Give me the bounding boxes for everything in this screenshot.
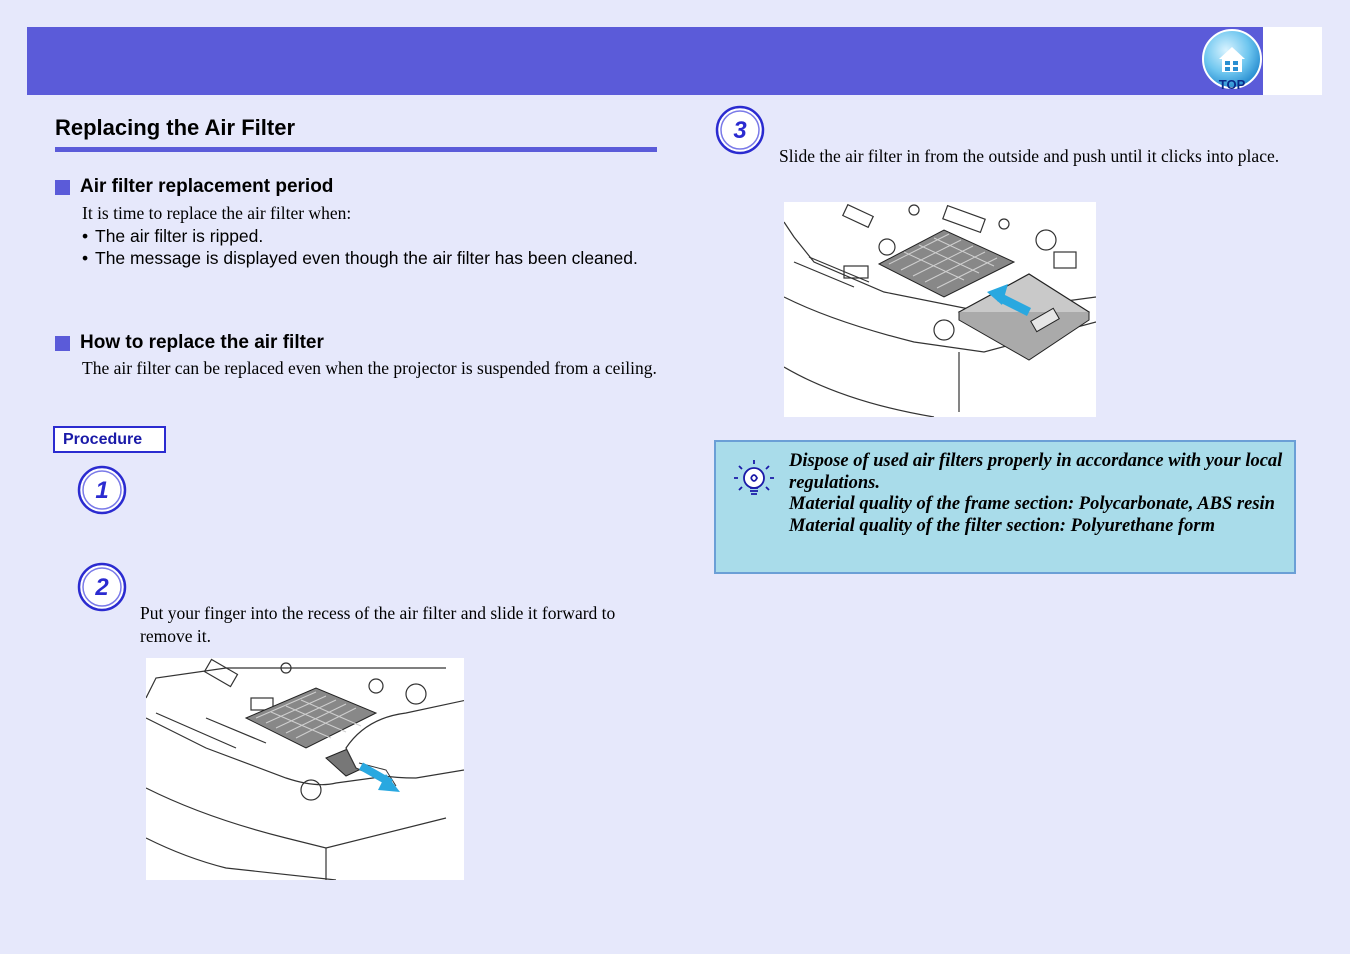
list-item: •The air filter is ripped. <box>82 226 264 246</box>
illustration-remove-filter <box>146 658 464 880</box>
subheading-period: Air filter replacement period <box>55 176 333 198</box>
note-line: Dispose of used air filters properly in … <box>789 451 1283 493</box>
step-2-text: Put your finger into the recess of the a… <box>140 603 616 646</box>
home-icon: TOP <box>1202 29 1262 92</box>
subheading-period-label: Air filter replacement period <box>80 176 334 197</box>
step-2-icon: 2 <box>77 562 127 612</box>
page-title: Replacing the Air Filter <box>55 115 657 152</box>
square-bullet-icon <box>55 335 70 351</box>
period-intro: It is time to replace the air filter whe… <box>82 203 352 223</box>
top-button[interactable]: TOP <box>1201 29 1263 92</box>
procedure-label: Procedure <box>53 426 166 453</box>
step-3-text: Slide the air filter in from the outside… <box>779 146 1280 166</box>
note-line: Material quality of the filter section: … <box>789 515 1215 536</box>
subheading-howto: How to replace the air filter <box>55 332 324 354</box>
header-corner <box>1263 27 1322 95</box>
note-text: Dispose of used air filters properly in … <box>789 451 1289 537</box>
figure-remove-filter <box>146 658 464 880</box>
step-1-icon: 1 <box>77 465 127 515</box>
step-3-icon: 3 <box>715 105 765 155</box>
header-bar <box>27 27 1263 95</box>
subheading-howto-label: How to replace the air filter <box>80 332 324 353</box>
step-3-number: 3 <box>733 117 747 144</box>
figure-insert-filter <box>784 202 1096 417</box>
top-label: TOP <box>1219 77 1246 91</box>
list-item: •The message is displayed even though th… <box>82 248 638 268</box>
note-box: Dispose of used air filters properly in … <box>714 440 1296 574</box>
step-1-number: 1 <box>95 477 108 504</box>
tip-lightbulb-icon <box>734 460 774 495</box>
step-2-number: 2 <box>94 574 109 601</box>
square-bullet-icon <box>55 179 70 195</box>
note-line: Material quality of the frame section: P… <box>789 494 1275 514</box>
illustration-insert-filter <box>784 203 1096 417</box>
howto-text: The air filter can be replaced even when… <box>82 358 657 378</box>
